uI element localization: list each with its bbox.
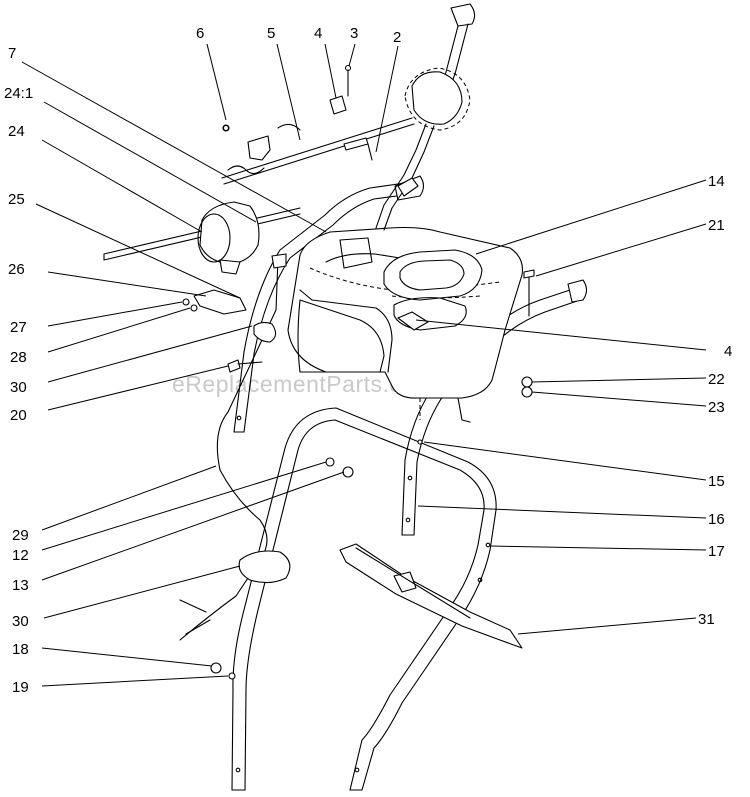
callout-25: 25: [8, 191, 25, 208]
callout-31: 31: [698, 611, 715, 628]
callout-24-1: 24:1: [4, 85, 33, 102]
callout-23: 23: [708, 399, 725, 416]
callout-30-lower: 30: [12, 613, 29, 630]
callout-15: 15: [708, 473, 725, 490]
shift-rod: [221, 64, 415, 185]
callout-6: 6: [196, 25, 204, 42]
callout-14: 14: [708, 173, 725, 190]
callout-26: 26: [8, 261, 25, 278]
callout-7: 7: [8, 45, 16, 62]
headlight-bracket: [182, 289, 247, 315]
callout-17: 17: [708, 543, 725, 560]
callout-18: 18: [12, 641, 29, 658]
callout-4-right: 4: [724, 343, 732, 360]
callout-19: 19: [12, 679, 29, 696]
callout-30-upper: 30: [10, 379, 27, 396]
wire-harness: [179, 253, 291, 641]
headlight-assembly: [103, 201, 301, 275]
control-lever: [375, 3, 476, 231]
hardware: [210, 124, 535, 680]
callout-21: 21: [708, 217, 725, 234]
callouts: 6 5 4 3 2 7 24:1 24 25 26 27 28 30 20 29…: [4, 25, 732, 696]
callout-2: 2: [393, 29, 401, 46]
callout-12: 12: [12, 547, 29, 564]
callout-5: 5: [267, 25, 275, 42]
lower-handle: [231, 407, 497, 791]
callout-29: 29: [12, 527, 29, 544]
callout-16: 16: [708, 511, 725, 528]
callout-13: 13: [12, 577, 29, 594]
chute-boot: [383, 249, 483, 331]
callout-4: 4: [314, 25, 322, 42]
leader-lines: [21, 43, 707, 687]
callout-27: 27: [10, 319, 27, 336]
callout-28: 28: [10, 349, 27, 366]
callout-3: 3: [350, 25, 358, 42]
chute-handle: [339, 543, 523, 649]
callout-20: 20: [10, 407, 27, 424]
callout-24: 24: [8, 123, 25, 140]
callout-22: 22: [708, 371, 725, 388]
